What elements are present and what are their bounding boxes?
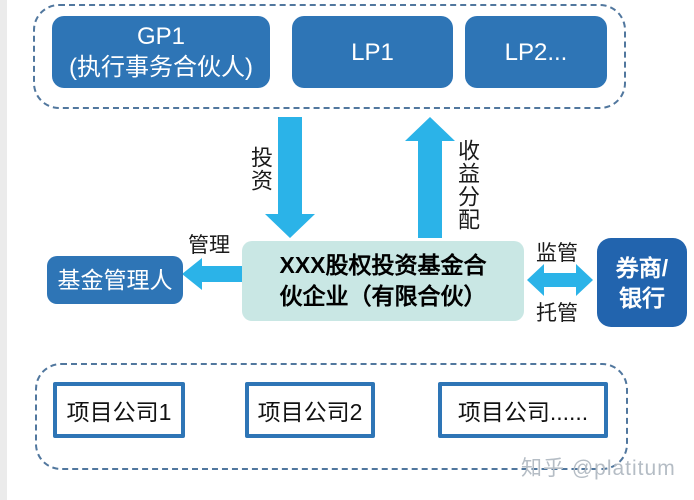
gp-box: GP1 (执行事务合伙人) [52,16,270,88]
lp1-box: LP1 [292,16,453,88]
fund-label-line2: 伙企业（有限合伙） [279,283,487,309]
broker-label-line1: 券商/ [615,254,669,281]
lp2-label: LP2... [504,38,568,66]
project-company-1-label: 项目公司1 [66,399,172,425]
fund-manager-box: 基金管理人 [47,256,183,304]
fund-manager-label: 基金管理人 [57,266,173,293]
broker-label-line2: 银行 [619,284,665,311]
lp2-box: LP2... [465,16,607,88]
projects-group-container [35,363,628,470]
income-distribution-flow-label: 收益分配 [455,139,480,231]
fund-label-line1: XXX股权投资基金合 [279,252,487,278]
watermark: 知乎 @platitum [521,457,676,480]
arrow-left-manage-icon [182,258,242,290]
project-company-etc-box: 项目公司...... [438,382,608,438]
invest-flow-label: 投资 [248,146,273,192]
project-company-etc-label: 项目公司...... [457,399,589,425]
fund-partnership-box: XXX股权投资基金合 伙企业（有限合伙） [242,241,524,321]
gp-label-line2: (执行事务合伙人) [69,54,253,81]
broker-bank-box: 券商/ 银行 [597,238,687,327]
left-edge-strip [0,0,7,500]
arrow-double-supervise-custody-icon [527,264,593,296]
project-company-2-label: 项目公司2 [257,399,363,425]
gp-label-line1: GP1 [136,23,186,50]
project-company-2-box: 项目公司2 [245,382,375,438]
lp1-label: LP1 [351,38,394,66]
arrow-down-invest-icon [265,117,315,238]
arrow-up-income-icon [405,117,455,238]
manage-flow-label: 管理 [188,234,230,257]
custody-flow-label: 托管 [536,302,578,325]
project-company-1-box: 项目公司1 [53,382,185,438]
partners-group-container [33,4,626,109]
supervise-flow-label: 监管 [536,242,578,265]
